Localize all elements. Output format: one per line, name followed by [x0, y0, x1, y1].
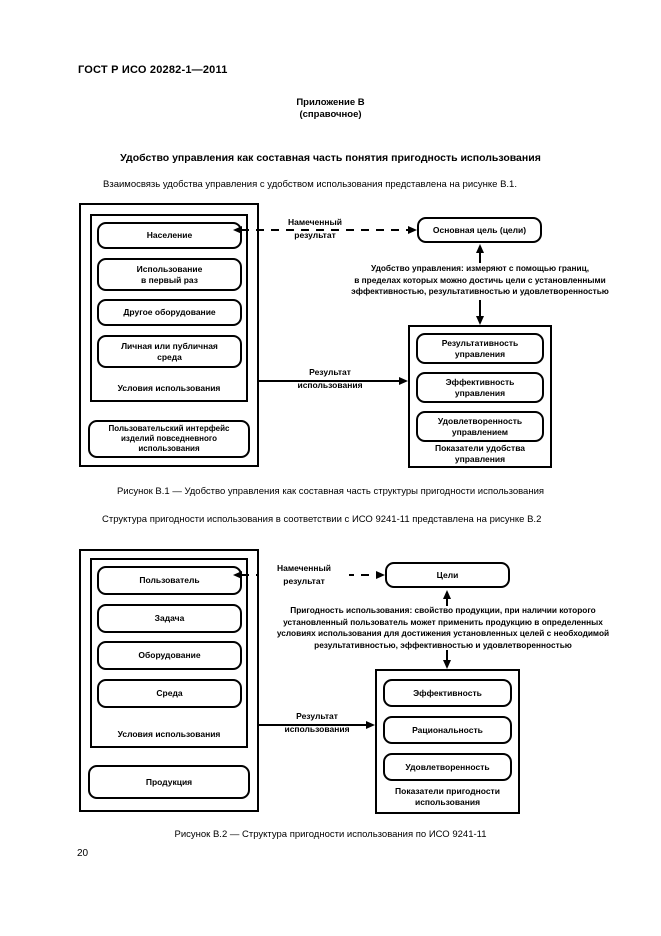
goals-box: Цели [385, 562, 510, 588]
intended-result-dashed-line-b1 [241, 229, 408, 231]
environment-label: Личная или публичная среда [121, 341, 218, 362]
user-box: Пользователь [97, 566, 242, 595]
usage-result-label-b2: Результат использования [284, 711, 350, 734]
equipment-label: Оборудование [138, 650, 201, 661]
usage-result-line-b2 [259, 724, 366, 726]
user-interface-box: Пользовательский интерфейс изделий повсе… [88, 420, 250, 458]
intro-paragraph-b1: Взаимосвязь удобства управления с удобст… [103, 179, 517, 190]
intended-result-arrowhead-left-b2 [233, 571, 242, 579]
figure-b1-caption: Рисунок В.1 — Удобство управления как со… [116, 486, 545, 497]
standard-designation: ГОСТ Р ИСО 20282-1—2011 [78, 64, 228, 76]
annex-title: Приложение В [296, 97, 365, 108]
population-box: Население [97, 222, 242, 249]
goal-link-arrowhead-up-b2 [443, 590, 451, 599]
indicator-label-effectiveness-b1: Результативность управления [441, 338, 519, 359]
goals-label: Цели [436, 569, 459, 580]
usability-indicators-label: Показатели пригодности использования [395, 786, 500, 807]
indicator-label-efficiency-b1: Эффективность управления [445, 377, 515, 398]
main-goal-label: Основная цель (цели) [432, 224, 527, 235]
intended-result-label-b2: Намеченный результат [259, 562, 349, 588]
indicators-link-arrowhead-down-b1 [476, 316, 484, 325]
indicator-box-satisfaction-b2: Удовлетворенность [383, 753, 512, 781]
intended-result-arrowhead-left-b1 [233, 226, 242, 234]
user-interface-label: Пользовательский интерфейс изделий повсе… [108, 424, 230, 453]
usability-definition-note: Пригодность использования: свойство прод… [276, 605, 610, 650]
product-box: Продукция [88, 765, 250, 799]
indicator-box-rationality-b2: Рациональность [383, 716, 512, 744]
indicator-label-efficiency-b2: Эффективность [413, 687, 482, 698]
operability-indicators-label: Показатели удобства управления [434, 443, 526, 464]
indicator-label-satisfaction-b2: Удовлетворенность [405, 761, 490, 772]
population-label: Население [146, 230, 193, 241]
indicators-link-arrowhead-down-b2 [443, 660, 451, 669]
equipment-box: Оборудование [97, 641, 242, 670]
section-title: Удобство управления как составная часть … [120, 152, 541, 164]
context-of-use-label-b1: Условия использования [117, 383, 221, 393]
indicator-box-efficiency-b1: Эффективность управления [416, 372, 544, 403]
other-equipment-box: Другое оборудование [97, 299, 242, 326]
task-box: Задача [97, 604, 242, 633]
indicator-label-rationality-b2: Рациональность [412, 724, 483, 735]
operability-definition-note: Удобство управления: измеряют с помощью … [351, 263, 609, 296]
indicator-box-effectiveness-b1: Результативность управления [416, 333, 544, 364]
context-of-use-label-b2: Условия использования [117, 729, 221, 739]
environment-box-b2: Среда [97, 679, 242, 708]
intro-paragraph-b2: Структура пригодности использования в со… [102, 514, 542, 525]
indicator-label-satisfaction-b1: Удовлетворенность управлением [437, 416, 523, 437]
main-goal-box: Основная цель (цели) [417, 217, 542, 243]
indicators-link-line-b2 [446, 650, 448, 660]
usage-result-line-b1 [259, 380, 399, 382]
environment-box: Личная или публичная среда [97, 335, 242, 368]
indicators-link-line-b1 [479, 300, 481, 316]
usage-result-arrowhead-b2 [366, 721, 375, 729]
annex-subtitle: (справочное) [299, 109, 362, 120]
page-number: 20 [77, 848, 89, 859]
indicator-box-efficiency-b2: Эффективность [383, 679, 512, 707]
first-use-label: Использование в первый раз [136, 264, 203, 285]
product-label: Продукция [145, 776, 193, 787]
intended-result-arrowhead-right-b2 [376, 571, 385, 579]
goal-link-line-b2 [446, 598, 448, 606]
intended-result-arrowhead-right-b1 [408, 226, 417, 234]
other-equipment-label: Другое оборудование [123, 307, 216, 318]
user-label: Пользователь [139, 575, 200, 586]
goal-link-arrowhead-up-b1 [476, 244, 484, 253]
first-use-box: Использование в первый раз [97, 258, 242, 291]
goal-link-line-b1 [479, 252, 481, 263]
usage-result-label-b1: Результат использования [297, 367, 363, 390]
indicator-box-satisfaction-b1: Удовлетворенность управлением [416, 411, 544, 442]
intended-result-label-b1: Намеченный результат [287, 217, 343, 240]
environment-label-b2: Среда [156, 688, 183, 699]
figure-b2-caption: Рисунок В.2 — Структура пригодности испо… [174, 829, 487, 840]
usage-result-arrowhead-b1 [399, 377, 408, 385]
task-label: Задача [154, 613, 185, 624]
